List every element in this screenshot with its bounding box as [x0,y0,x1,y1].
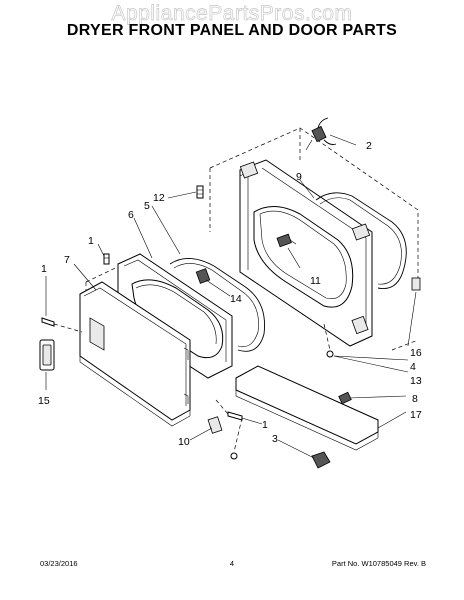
hinge [207,416,223,434]
alignment-lines [53,323,331,453]
door-gasket-inner [173,263,259,347]
callout-5: 5 [144,200,150,212]
toe-panel [235,365,379,451]
diagram-title: DRYER FRONT PANEL AND DOOR PARTS [67,22,397,39]
pull-tab-3 [311,451,331,469]
clip-8 [338,391,352,405]
door-seal-inner [319,197,402,285]
callout-14: 14 [230,293,242,305]
callout-2: 2 [366,140,372,152]
callout-11: 11 [310,275,321,287]
outer-door [79,281,191,427]
watermark: AppliancePartsPros.com [112,2,353,25]
callout-12: 12 [153,192,165,204]
nut-bottom [230,452,238,460]
nut-4 [326,350,334,358]
callout-1-bottom: 1 [262,419,268,431]
callout-10: 10 [178,436,190,448]
callout-8: 8 [412,393,418,405]
callout-17: 17 [410,409,422,421]
callout-1-left: 1 [41,263,47,275]
screw-1-left [41,317,55,327]
leader-lines [45,134,417,459]
footer-page-number: 4 [230,559,234,568]
door-switch [276,233,297,248]
callout-7: 7 [64,254,70,266]
screw-12 [196,185,204,199]
door-catch [195,268,211,284]
callouts: 2 12 9 5 6 1 7 1 11 14 15 16 4 13 8 17 1… [38,140,422,448]
callout-3: 3 [272,433,278,445]
callout-16: 16 [410,347,422,359]
callout-1-top: 1 [88,235,94,247]
door-inner-panel [117,253,233,379]
callout-9: 9 [296,171,302,183]
door-seal [315,192,407,290]
footer-part-number: Part No. W10785049 Rev. B [332,559,426,568]
door-handle [39,339,55,371]
screw-1-top [103,253,110,265]
front-panel [239,159,373,347]
callout-13: 13 [410,375,422,387]
callout-15: 15 [38,395,50,407]
bracket-16 [411,277,421,291]
wire-connector [305,117,337,151]
door-gasket [169,258,266,352]
callout-4: 4 [410,361,416,373]
screw-1-bottom [227,411,243,421]
callout-6: 6 [128,209,134,221]
footer-date: 03/23/2016 [40,559,78,568]
